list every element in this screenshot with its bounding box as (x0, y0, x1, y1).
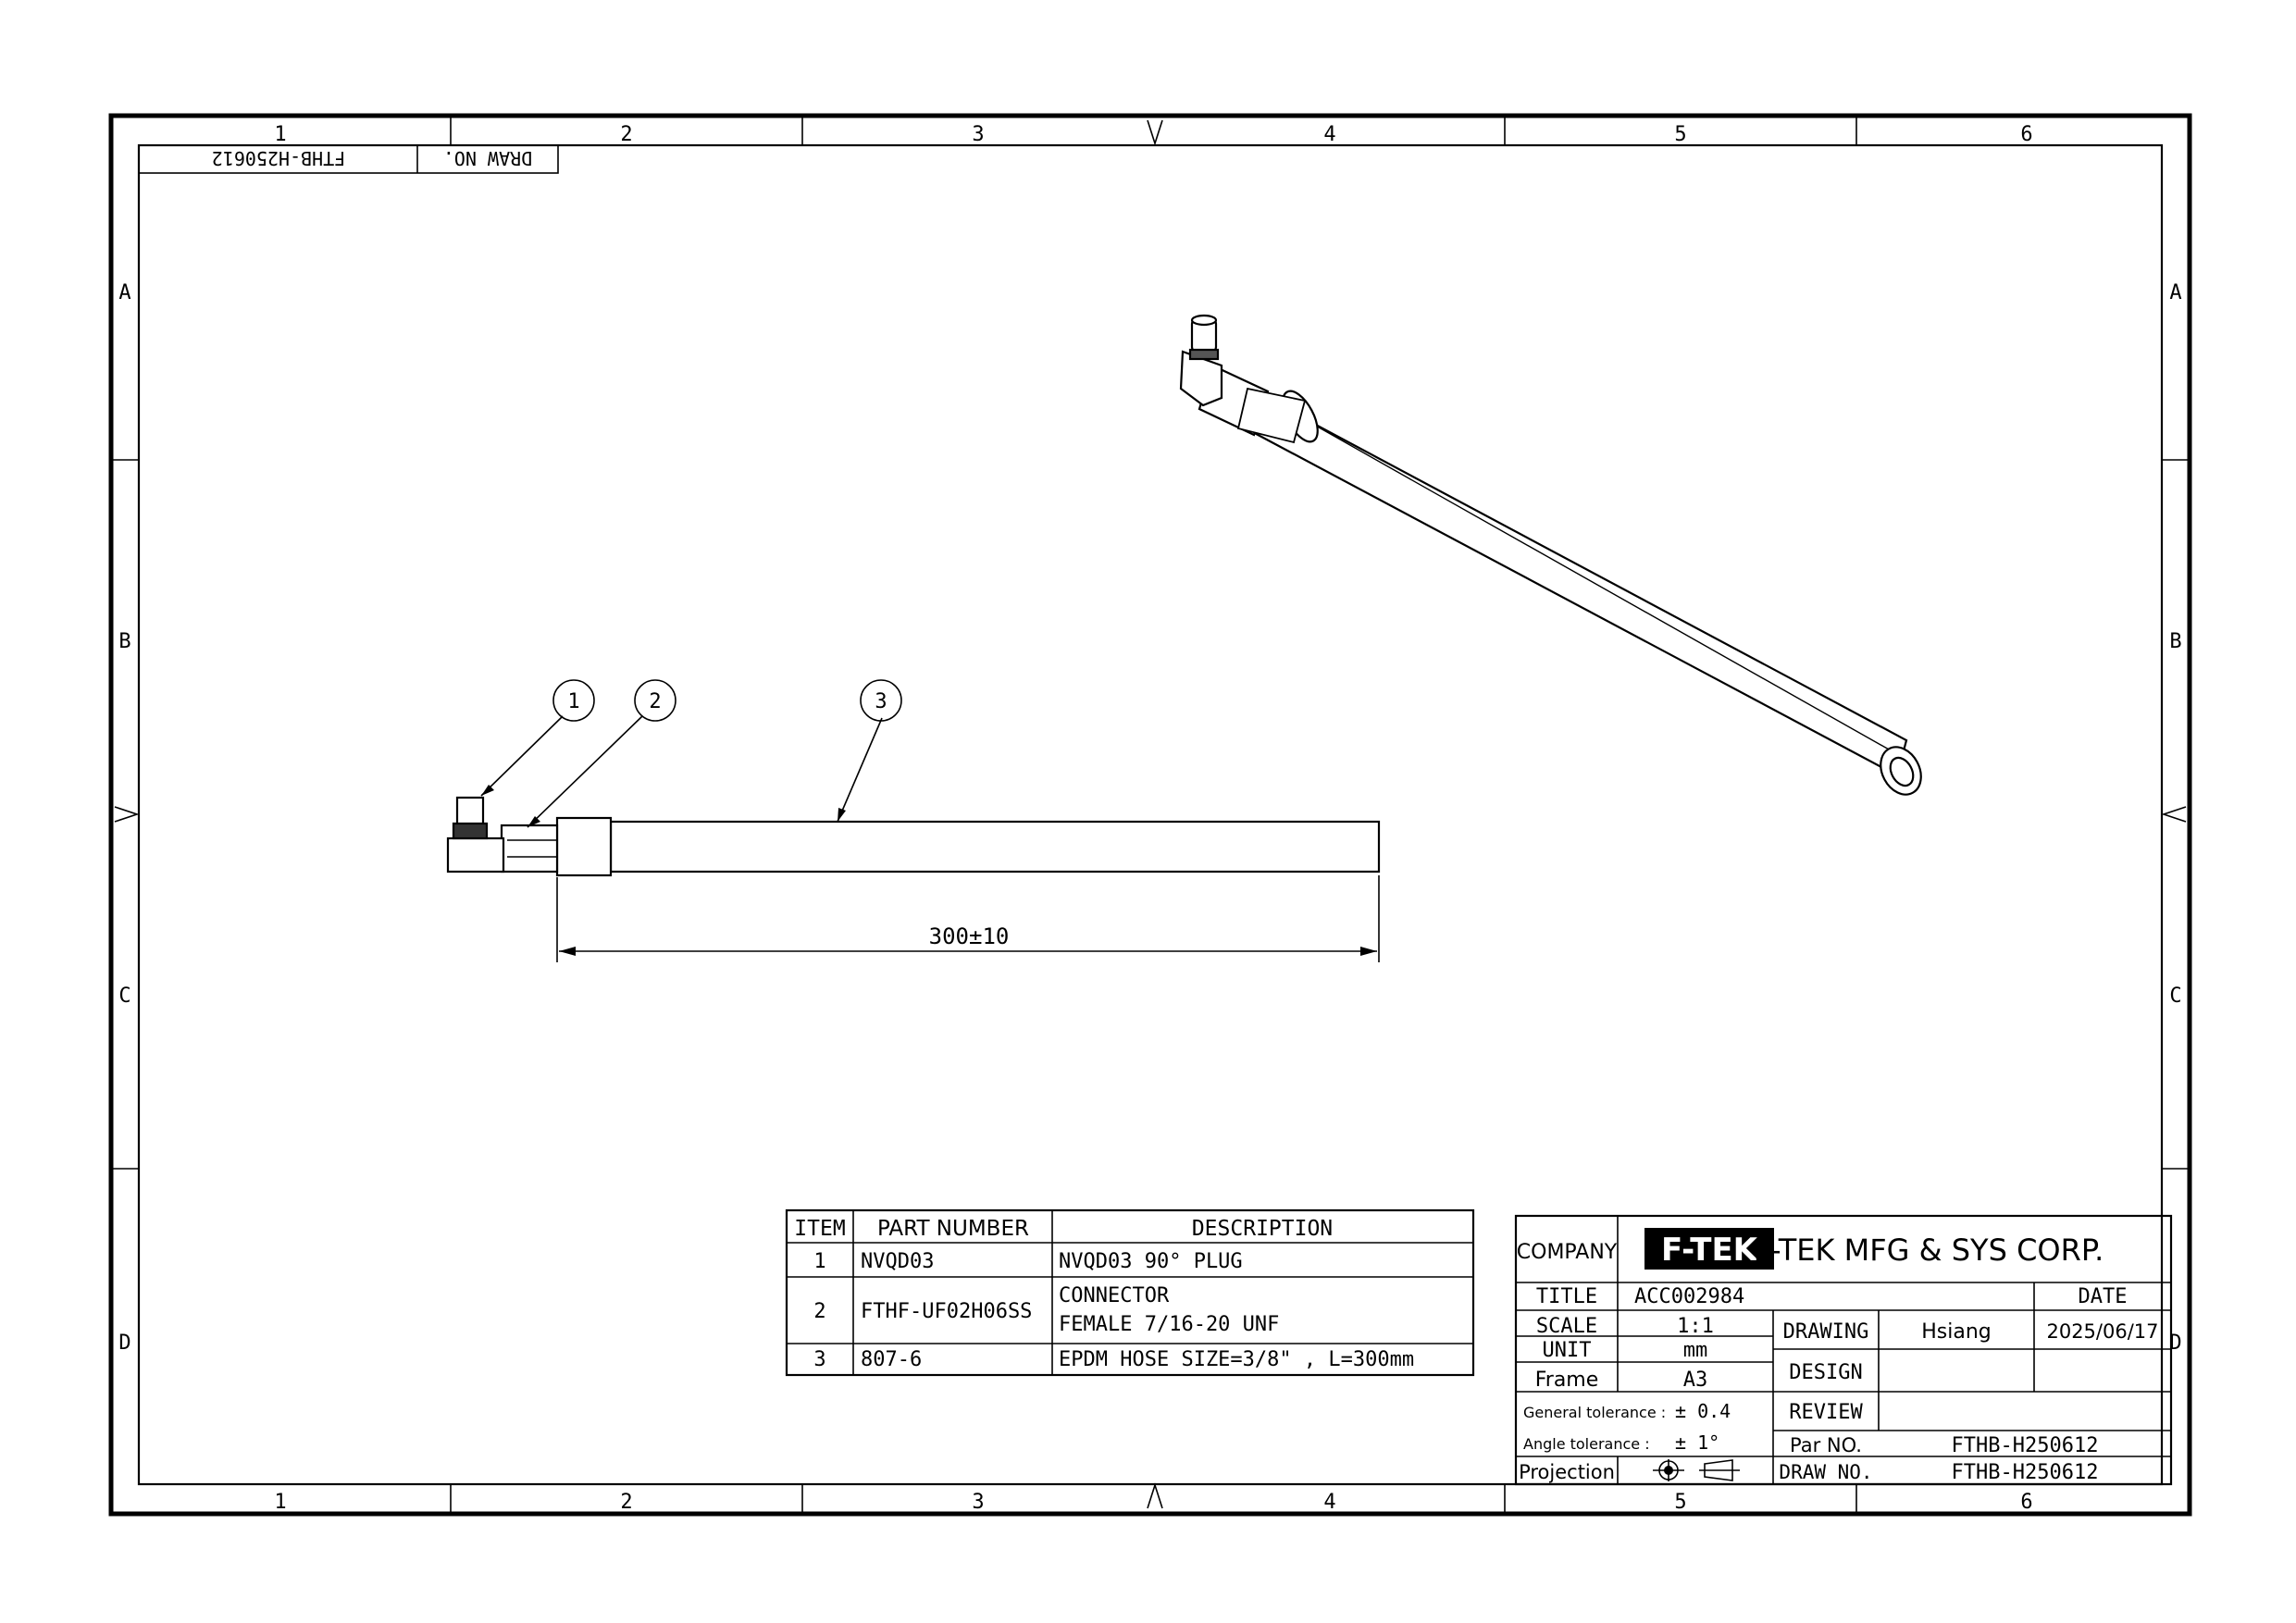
length-dimension: 300±10 (556, 875, 1380, 962)
bom-row-3-desc: EPDM HOSE SIZE=3/8" , L=300mm (1059, 1348, 1414, 1371)
bom-header-item: ITEM (794, 1217, 845, 1241)
unit-value: mm (1683, 1339, 1708, 1362)
bom-row-2-item: 2 (813, 1300, 825, 1323)
frame-label: Frame (1535, 1369, 1599, 1392)
front-hose-ferrule (555, 816, 613, 877)
balloon-3-label: 3 (875, 690, 887, 713)
front-hose-body (609, 820, 1381, 873)
scale-value: 1:1 (1677, 1315, 1714, 1338)
bom-row-2-desc-line1: CONNECTOR (1059, 1284, 1170, 1307)
drawing-label: DRAWING (1783, 1320, 1869, 1344)
bom-header-part-number: PART NUMBER (877, 1217, 1029, 1241)
bottom-col-3: 3 (972, 1491, 984, 1514)
bottom-col-5: 5 (1674, 1491, 1686, 1514)
angle-tolerance-label: Angle tolerance : (1523, 1435, 1650, 1453)
balloon-callouts: 1 2 3 (480, 679, 902, 828)
front-hose-view (446, 796, 1381, 877)
general-tolerance-value: ± 0.4 (1675, 1400, 1731, 1422)
top-col-1: 1 (274, 123, 286, 146)
isometric-hose-view (1179, 314, 1922, 796)
right-row-a: A (2169, 281, 2181, 304)
scale-label: SCALE (1536, 1315, 1597, 1338)
projection-label: Projection (1519, 1461, 1615, 1483)
front-elbow-plug (446, 836, 505, 873)
ftek-logo-text: F-TEK (1661, 1232, 1759, 1269)
review-label: REVIEW (1789, 1401, 1863, 1424)
bom-row-1-item: 1 (813, 1250, 825, 1273)
balloon-1 (552, 679, 595, 722)
bottom-col-1: 1 (274, 1491, 286, 1514)
top-zone-dividers (111, 116, 2190, 1514)
bom-row-3-item: 3 (813, 1348, 825, 1371)
top-col-5: 5 (1674, 123, 1686, 146)
frame-value: A3 (1683, 1369, 1708, 1392)
ftek-logo (1644, 1228, 1774, 1270)
bottom-col-4: 4 (1323, 1491, 1335, 1514)
balloon-2-label: 2 (649, 690, 661, 713)
left-row-b: B (118, 630, 130, 653)
third-angle-projection-icon (1653, 1459, 1740, 1481)
balloon-1-label: 1 (567, 690, 579, 713)
top-col-2: 2 (620, 123, 632, 146)
bom-row-2-desc-line2: FEMALE 7/16-20 UNF (1059, 1313, 1279, 1336)
bottom-col-6: 6 (2020, 1491, 2032, 1514)
balloon-3 (860, 679, 902, 722)
bom-row-3-part: 807-6 (861, 1348, 922, 1371)
centering-marks (114, 119, 2187, 1509)
drawing-date: 2025/06/17 (2046, 1320, 2158, 1343)
title-label: TITLE (1536, 1285, 1597, 1308)
iso-hose-body (1247, 392, 1908, 777)
corner-drawno-stamp: DRAW NO. FTHB-H250612 (138, 144, 559, 174)
bottom-col-2: 2 (620, 1491, 632, 1514)
draw-no-value: FTHB-H250612 (1952, 1461, 2099, 1484)
iso-elbow-plug (1179, 350, 1223, 407)
zone-labels: 1 2 3 4 5 6 1 2 3 4 5 6 A B C D A B C D (118, 123, 2181, 1514)
draw-no-label: DRAW NO. (1779, 1461, 1872, 1483)
unit-label: UNIT (1543, 1339, 1592, 1362)
dimension-text: 300±10 (929, 923, 1010, 949)
drawing-value: Hsiang (1921, 1320, 1992, 1344)
balloon-2 (634, 679, 676, 722)
company-label: COMPANY (1517, 1241, 1618, 1264)
top-col-3: 3 (972, 123, 984, 146)
right-row-b: B (2169, 630, 2181, 653)
bom-row-2-part: FTHF-UF02H06SS (861, 1300, 1032, 1323)
bom-table: ITEM PART NUMBER DESCRIPTION 1 NVQD03 NV… (785, 1208, 1475, 1377)
outer-border (108, 113, 2192, 1517)
right-row-c: C (2169, 985, 2181, 1008)
angle-tolerance-value: ± 1° (1675, 1431, 1719, 1454)
left-row-a: A (118, 281, 130, 304)
top-col-4: 4 (1323, 123, 1335, 146)
date-label: DATE (2079, 1285, 2128, 1308)
corner-stamp-label: DRAW NO. (443, 147, 532, 169)
bom-header-description: DESCRIPTION (1192, 1217, 1333, 1241)
bom-row-1-desc: NVQD03 90° PLUG (1059, 1250, 1243, 1273)
corner-stamp-value: FTHB-H250612 (212, 147, 346, 169)
design-label: DESIGN (1789, 1361, 1862, 1384)
left-row-c: C (118, 985, 130, 1008)
general-tolerance-label: General tolerance : (1523, 1404, 1666, 1421)
front-fitting-hex (500, 824, 559, 873)
inner-border (137, 143, 2164, 1486)
title-value: ACC002984 (1634, 1285, 1744, 1308)
right-row-d: D (2169, 1332, 2181, 1355)
par-no-value: FTHB-H250612 (1952, 1434, 2099, 1457)
bom-row-1-part: NVQD03 (861, 1250, 934, 1273)
top-col-6: 6 (2020, 123, 2032, 146)
title-block: COMPANY F-TEK F-TEK MFG & SYS CORP. TITL… (1514, 1214, 2173, 1486)
company-name: F-TEK MFG & SYS CORP. (1754, 1233, 2104, 1268)
left-row-d: D (118, 1332, 130, 1355)
par-no-label: Par NO. (1790, 1434, 1862, 1456)
